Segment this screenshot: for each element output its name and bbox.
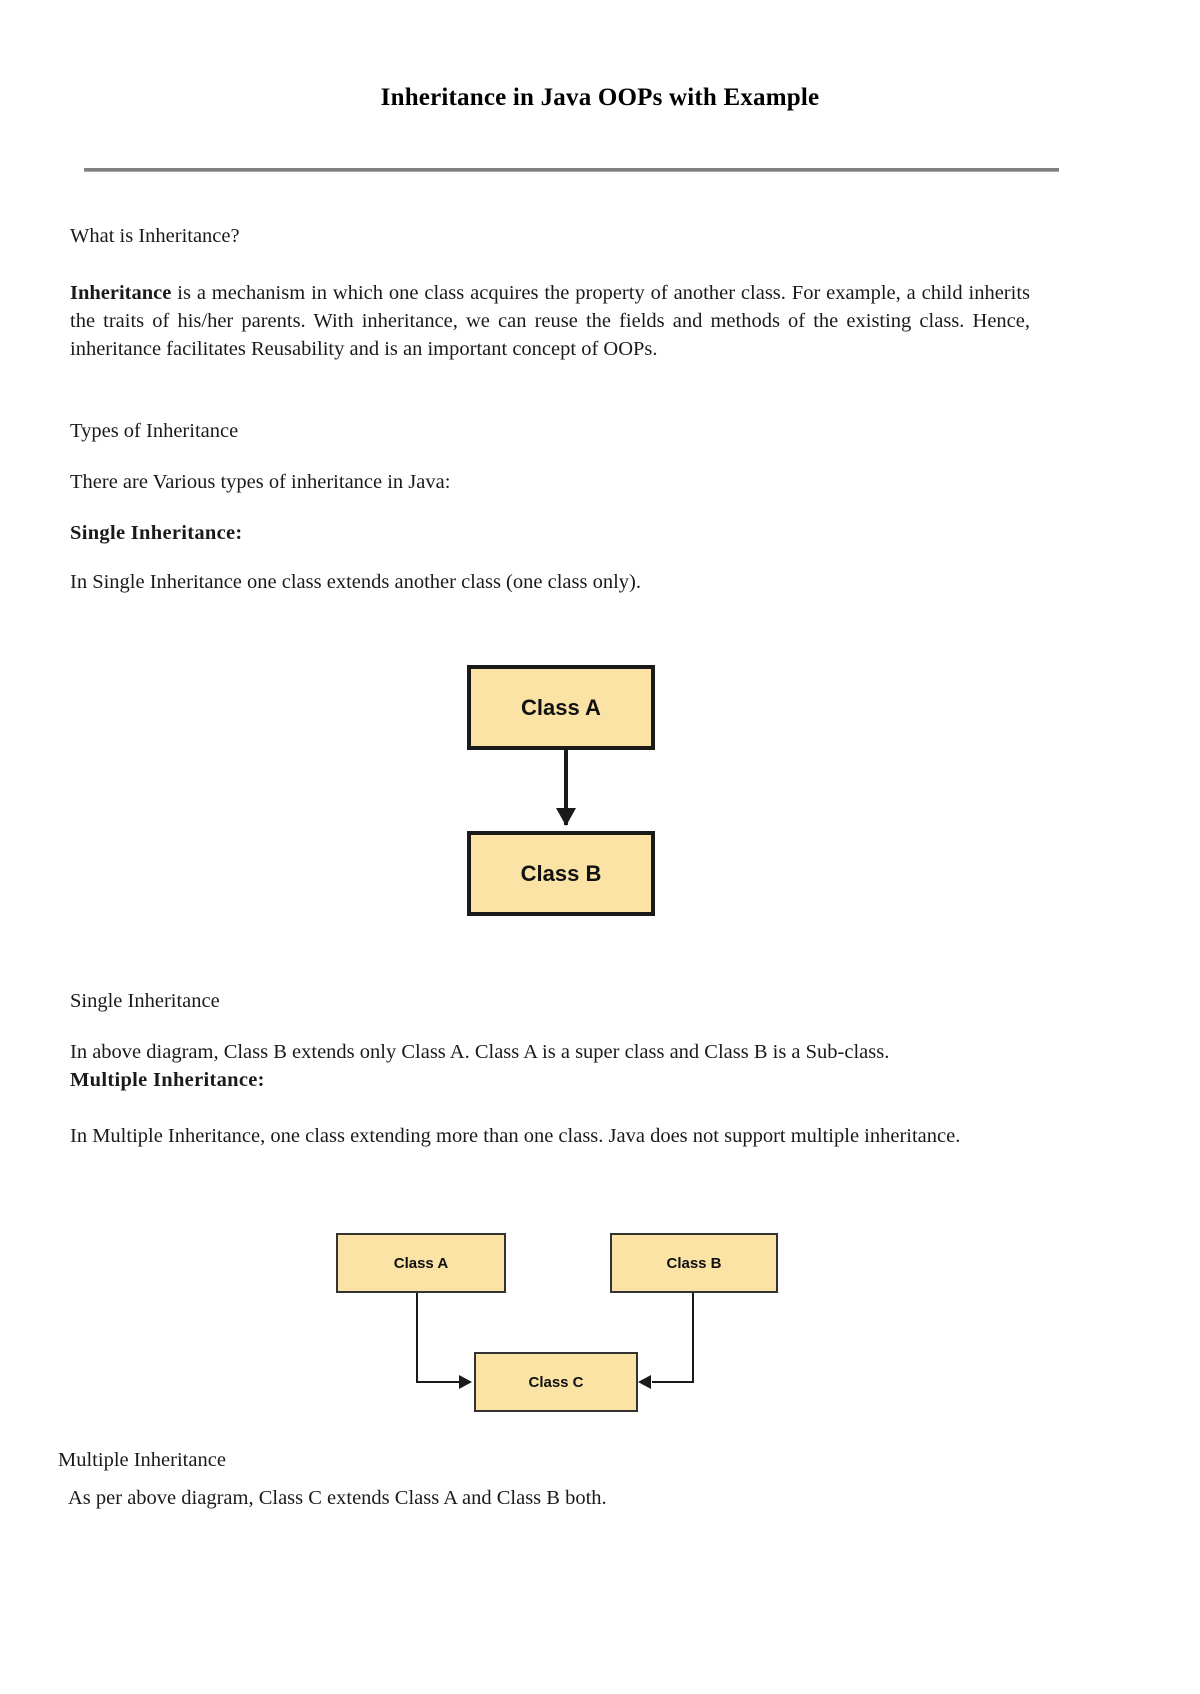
connector-a-horizontal [416, 1381, 461, 1383]
single-inheritance-description: In Single Inheritance one class extends … [70, 571, 641, 593]
definition-body-text: is a mechanism in which one class acquir… [70, 282, 1030, 360]
multiple-inheritance-caption: Multiple Inheritance [58, 1449, 226, 1471]
types-of-inheritance-heading: Types of Inheritance [70, 420, 239, 442]
single-inheritance-caption: Single Inheritance [70, 990, 220, 1012]
types-intro-text: There are Various types of inheritance i… [70, 471, 451, 493]
connector-a-to-b [564, 750, 568, 825]
diagram-box-class-c-multi: Class C [474, 1352, 638, 1412]
diagram-box-class-a: Class A [467, 665, 655, 750]
definition-paragraph: Inheritance is a mechanism in which one … [70, 279, 1030, 363]
single-inheritance-heading: Single Inheritance: [70, 522, 243, 544]
connector-a-vertical [416, 1293, 418, 1383]
diagram-box-class-a-multi: Class A [336, 1233, 506, 1293]
page-title: Inheritance in Java OOPs with Example [380, 84, 820, 111]
diagram-box-class-b: Class B [467, 831, 655, 916]
arrowhead-b-to-c [638, 1375, 651, 1389]
title-divider [84, 168, 1059, 172]
arrowhead-a-to-c [459, 1375, 472, 1389]
single-inheritance-explanation: In above diagram, Class B extends only C… [70, 1041, 890, 1063]
connector-b-vertical [692, 1293, 694, 1383]
definition-lead-term: Inheritance [70, 282, 172, 304]
diagram-box-class-b-multi: Class B [610, 1233, 778, 1293]
multiple-inheritance-explanation: As per above diagram, Class C extends Cl… [68, 1487, 607, 1509]
question-what-is-inheritance: What is Inheritance? [70, 225, 240, 247]
arrowhead-to-class-b [556, 808, 576, 826]
connector-b-horizontal [652, 1381, 694, 1383]
multiple-inheritance-description: In Multiple Inheritance, one class exten… [70, 1125, 961, 1147]
multiple-inheritance-heading: Multiple Inheritance: [70, 1069, 265, 1091]
